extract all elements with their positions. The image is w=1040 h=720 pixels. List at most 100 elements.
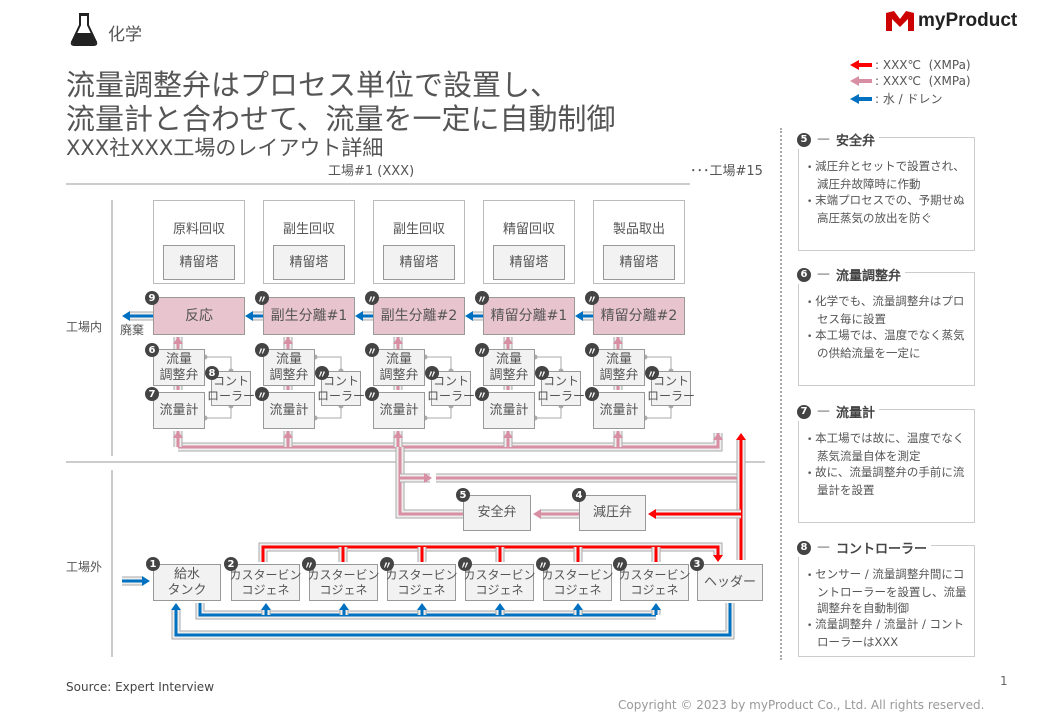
number-badge: 〃 xyxy=(585,343,599,358)
arrow-icon xyxy=(393,431,403,438)
note-card: 6 — 流量調整弁化学でも、流量調整弁はプロセス毎に設置本工場では、温度でなく蒸気の… xyxy=(793,265,975,386)
arrow-icon xyxy=(533,509,541,519)
note-item: 流量調整弁 / 流量計 / コントローラーはXXX xyxy=(807,616,968,650)
note-title: 流量計 xyxy=(836,406,876,421)
number-badge: 〃 xyxy=(613,557,627,572)
flow-control-valve-box[interactable]: 流量 調整弁 xyxy=(483,349,535,386)
flow-meter-box[interactable]: 流量計 xyxy=(263,392,315,429)
number-badge: 〃 xyxy=(585,291,599,306)
arrow-icon xyxy=(713,433,723,440)
unit-top-label: 製品取出 xyxy=(612,222,665,237)
number-badge: 〃 xyxy=(536,557,550,572)
flow-meter-box[interactable]: 流量計 xyxy=(373,392,425,429)
note-header-rule: — xyxy=(817,267,830,282)
number-badge: 7 xyxy=(145,387,159,401)
legend-item: : XXX℃ (XMPa) xyxy=(850,74,971,88)
tower-box: 精留塔 xyxy=(603,245,675,280)
number-badge: 6 xyxy=(797,267,811,282)
water-tank-box[interactable]: 給水 タンク xyxy=(153,564,221,601)
tower-box: 精留塔 xyxy=(493,245,565,280)
safety-valve-box[interactable]: 安全弁 xyxy=(463,495,531,531)
flow-meter-box[interactable]: 流量計 xyxy=(593,392,645,429)
arrow-icon xyxy=(503,431,513,438)
flow-control-valve-box[interactable]: 流量 調整弁 xyxy=(263,349,315,386)
note-header-rule: — xyxy=(817,132,830,147)
note-title: 安全弁 xyxy=(836,134,876,149)
number-badge: 〃 xyxy=(475,387,489,402)
arrow-icon xyxy=(648,509,656,519)
cogeneration-box[interactable]: カスタービン コジェネ xyxy=(619,564,691,601)
process-box[interactable]: 反応 xyxy=(153,297,245,335)
arrow-left-icon xyxy=(850,60,872,70)
control-signal-line xyxy=(535,356,562,419)
arrow-icon xyxy=(651,603,661,610)
process-box[interactable]: 精留分離#1 xyxy=(483,297,575,335)
note-card: 7—流量計本工場では故に、温度でなく蒸気流量自体を測定故に、流量調整弁の手前に流… xyxy=(793,402,975,523)
process-box[interactable]: 精留分離#2 xyxy=(593,297,685,335)
number-badge: 〃 xyxy=(645,366,659,381)
process-box[interactable]: 副生分離#2 xyxy=(373,297,465,335)
note-list: 減圧弁とセットで設置され、減圧弁故障時に作動末端プロセスでの、予期せぬ高圧蒸気の… xyxy=(799,138,974,226)
arrow-icon xyxy=(283,431,293,438)
legend-label: : XXX℃ (XMPa) xyxy=(875,58,971,72)
flow-control-valve-box[interactable]: 流量 調整弁 xyxy=(153,349,205,386)
note-title: 流量調整弁 xyxy=(836,269,902,284)
cogeneration-box[interactable]: カスタービン コジェネ xyxy=(464,564,536,601)
controller-box[interactable]: コント ローラー xyxy=(207,371,255,406)
tower-box: 精留塔 xyxy=(273,245,345,280)
note-item: 故に、流量調整弁の手前に流量計を設置 xyxy=(807,464,968,498)
flow-meter-box[interactable]: 流量計 xyxy=(153,392,205,429)
note-item: 化学でも、流量調整弁はプロセス毎に設置 xyxy=(807,293,968,327)
page-subtitle: XXX社XXX工場のレイアウト詳細 xyxy=(66,136,384,160)
number-badge: 〃 xyxy=(425,366,439,381)
arrow-icon xyxy=(503,337,513,344)
cogeneration-box[interactable]: カスタービン コジェネ xyxy=(230,564,302,601)
legend-label: : 水 / ドレン xyxy=(875,92,943,106)
note-header-rule: — xyxy=(817,540,830,555)
arrow-icon xyxy=(495,603,505,610)
arrow-icon xyxy=(573,603,583,610)
flow-control-valve-box[interactable]: 流量 調整弁 xyxy=(373,349,425,386)
notes-divider xyxy=(780,128,782,660)
arrow-icon xyxy=(171,603,181,610)
flow-control-valve-box[interactable]: 流量 調整弁 xyxy=(593,349,645,386)
number-badge: 〃 xyxy=(585,387,599,402)
note-list: 本工場では故に、温度でなく蒸気流量自体を測定故に、流量調整弁の手前に流量計を設置 xyxy=(799,410,974,498)
header-box[interactable]: ヘッダー xyxy=(697,564,763,601)
cogeneration-box[interactable]: カスタービン コジェネ xyxy=(542,564,614,601)
pressure-reducing-valve-box[interactable]: 減圧弁 xyxy=(579,495,646,531)
note-card: 8—コントローラーセンサー / 流量調整弁間にコントローラーを設置し、流量調整弁… xyxy=(793,538,975,657)
outside-label: 工場外 xyxy=(66,560,103,574)
process-box[interactable]: 副生分離#1 xyxy=(263,297,355,335)
arrow-icon xyxy=(122,311,130,321)
arrow-icon xyxy=(355,311,363,321)
number-badge: 〃 xyxy=(302,557,316,572)
page-title-line1: 流量調整弁はプロセス単位で設置し、 xyxy=(66,68,560,102)
high-steam-header xyxy=(258,542,723,562)
number-badge: 5 xyxy=(797,132,811,147)
controller-box[interactable]: コント ローラー xyxy=(647,371,695,406)
note-list: センサー / 流量調整弁間にコントローラーを設置し、流量調整弁を自動制御流量調整… xyxy=(799,546,974,650)
legend-item: : 水 / ドレン xyxy=(850,90,943,107)
arrow-icon xyxy=(465,311,473,321)
arrow-icon xyxy=(339,603,349,610)
number-badge: 〃 xyxy=(255,387,269,402)
arrow-icon xyxy=(393,337,403,344)
arrow-icon xyxy=(245,311,253,321)
logo: myProduct xyxy=(886,10,1017,32)
inside-label: 工場内 xyxy=(66,320,103,334)
note-item: 本工場では、温度でなく蒸気の供給流量を一定に xyxy=(807,327,968,361)
arrow-icon xyxy=(283,337,293,344)
note-item: 減圧弁とセットで設置され、減圧弁故障時に作動 xyxy=(807,158,968,192)
arrow-icon xyxy=(424,473,432,483)
flow-meter-box[interactable]: 流量計 xyxy=(483,392,535,429)
arrow-icon xyxy=(261,603,271,610)
cogeneration-box[interactable]: カスタービン コジェネ xyxy=(308,564,380,601)
number-badge: 〃 xyxy=(365,387,379,402)
page-title-line2: 流量計と合わせて、流量を一定に自動制御 xyxy=(66,102,616,136)
cogeneration-box[interactable]: カスタービン コジェネ xyxy=(386,564,458,601)
control-signal-line xyxy=(425,356,452,419)
number-badge: 〃 xyxy=(475,291,489,306)
number-badge: 〃 xyxy=(365,343,379,358)
unit-top-label: 副生回収 xyxy=(392,222,445,237)
